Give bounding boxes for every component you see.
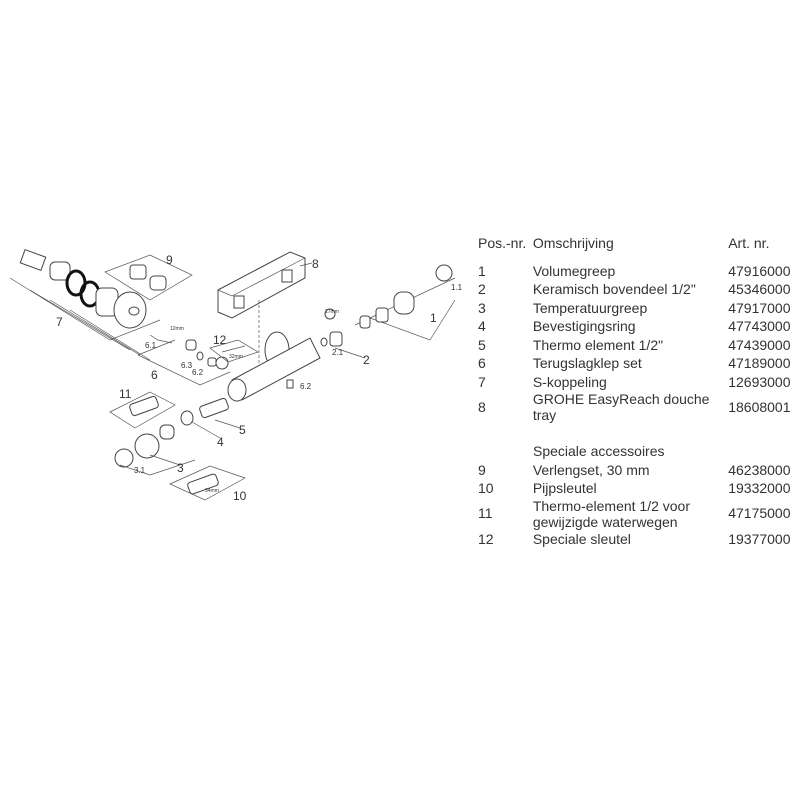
description: Thermo-element 1/2 voor gewijzigde water… — [532, 497, 691, 530]
pos: 11 — [478, 505, 493, 522]
callout-11: 11 — [119, 387, 132, 401]
shower-tray — [217, 251, 313, 375]
table-row: 11 Thermo-element 1/2 voor gewijzigde wat… — [478, 498, 798, 530]
table-row: 2 Keramisch bovendeel 1/2" 45346000 — [478, 280, 798, 299]
dimension-17mm: 17mm — [325, 309, 339, 315]
description: Keramisch bovendeel 1/2" — [532, 281, 696, 297]
table-row: 10 Pijpsleutel 19332000 — [478, 479, 798, 498]
table-row: 12 Speciale sleutel 19377000 — [478, 530, 798, 549]
callout-1-1: 1.1 — [451, 283, 463, 292]
special-key-group — [209, 339, 259, 363]
pos: 6 — [478, 355, 486, 371]
table-row: 3 Temperatuurgreep 47917000 — [478, 299, 798, 318]
table-row: 7 S-koppeling 12693000 — [478, 373, 798, 392]
description: Temperatuurgreep — [532, 299, 648, 316]
table-header: Pos.-nr. Omschrijving Art. nr. — [478, 234, 798, 253]
callout-6-2: 6.2 — [192, 368, 204, 377]
table-row: 1 Volumegreep 47916000 — [478, 262, 798, 281]
callout-8: 8 — [312, 257, 319, 271]
dimension-32mm: 32mm — [229, 354, 243, 360]
exploded-parts-diagram: 1 1.1 2 2.1 3 3.1 4 5 6 6.1 6.2 6.3 6.2 … — [9, 249, 463, 503]
callout-4: 4 — [217, 435, 224, 449]
article-number: 47189000 — [728, 355, 791, 371]
article-number: 47916000 — [728, 262, 791, 279]
mixer-body — [227, 331, 321, 402]
thermo-element-alt-group — [109, 391, 176, 429]
callout-10: 10 — [233, 489, 247, 503]
header-article: Art. nr. — [728, 235, 770, 251]
callout-5: 5 — [239, 423, 246, 437]
callout-12: 12 — [213, 333, 227, 347]
callout-6-1: 6.1 — [145, 341, 157, 350]
pos: 4 — [478, 318, 486, 334]
callout-3: 3 — [177, 461, 184, 475]
pos: 8 — [478, 398, 486, 415]
table-row: 8 GROHE EasyReach douche tray 18608001 — [478, 391, 798, 423]
extension-set-group — [104, 254, 193, 301]
callout-3-1: 3.1 — [134, 466, 146, 475]
section-row: Speciale accessoires — [478, 442, 798, 461]
description: Pijpsleutel — [532, 480, 597, 496]
article-number: 46238000 — [728, 461, 791, 478]
description: Thermo element 1/2" — [532, 336, 664, 353]
callout-6-3: 6.3 — [181, 361, 193, 370]
header-description: Omschrijving — [532, 235, 614, 251]
pos: 9 — [478, 461, 486, 478]
description: Speciale sleutel — [532, 530, 631, 547]
article-number: 47439000 — [728, 336, 791, 353]
callout-1: 1 — [430, 311, 437, 325]
pos: 7 — [478, 373, 486, 390]
article-number: 45346000 — [728, 281, 791, 297]
table-row: 6 Terugslagklep set 47189000 — [478, 354, 798, 373]
description: Verlengset, 30 mm — [532, 461, 650, 478]
article-number: 19332000 — [728, 480, 791, 496]
pos: 5 — [478, 336, 486, 353]
table-row: 5 Thermo element 1/2" 47439000 — [478, 336, 798, 355]
pipe-wrench-group — [169, 465, 246, 501]
callout-6: 6 — [151, 368, 158, 382]
parts-table: Pos.-nr. Omschrijving Art. nr. 1 Volumegr… — [478, 234, 798, 548]
description: GROHE EasyReach douche tray — [532, 391, 710, 423]
description: S-koppeling — [532, 373, 607, 390]
callout-2: 2 — [363, 353, 370, 367]
description: Terugslagklep set — [532, 355, 642, 371]
ceramic-cartridge-group — [320, 308, 366, 359]
description: Bevestigingsring — [532, 318, 636, 334]
callout-2-1: 2.1 — [332, 348, 344, 357]
pos: 2 — [478, 281, 486, 297]
section-title: Speciale accessoires — [533, 443, 665, 459]
table-row: 4 Bevestigingsring 47743000 — [478, 317, 798, 336]
pos: 10 — [478, 480, 494, 496]
callout-9: 9 — [166, 253, 173, 267]
article-number: 47743000 — [728, 318, 791, 334]
article-number: 47175000 — [728, 505, 791, 522]
article-number: 18608001 — [728, 398, 791, 415]
callout-6-2-body: 6.2 — [300, 382, 312, 391]
article-number: 19377000 — [728, 530, 791, 547]
article-number: 12693000 — [728, 373, 791, 390]
table-row: 9 Verlengset, 30 mm 46238000 — [478, 461, 798, 480]
pos: 3 — [478, 299, 486, 316]
callout-7: 7 — [56, 315, 63, 329]
volume-handle-group — [354, 264, 456, 341]
dimension-12mm: 12mm — [170, 326, 184, 332]
pos: 1 — [478, 262, 486, 279]
s-coupling-group — [9, 249, 161, 361]
temperature-handle-group — [114, 397, 241, 476]
description: Volumegreep — [532, 262, 616, 279]
pos: 12 — [478, 530, 494, 547]
header-pos: Pos.-nr. — [478, 235, 527, 251]
dimension-34mm: 34mm — [205, 488, 219, 494]
article-number: 47917000 — [728, 299, 791, 316]
